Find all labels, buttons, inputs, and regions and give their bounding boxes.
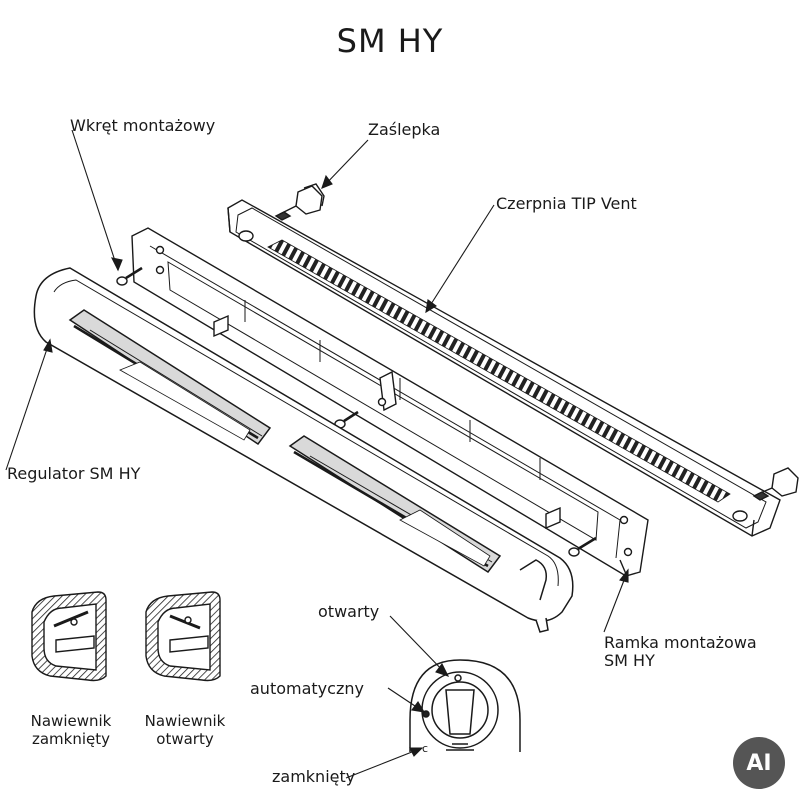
mounting-frame <box>131 227 649 577</box>
closed-mark-c: c <box>422 742 428 755</box>
label-mounting-screw: Wkręt montażowy <box>70 116 216 135</box>
caption-open: Nawiewnik otwarty <box>132 712 238 748</box>
label-frame-line2: SM HY <box>604 651 655 670</box>
label-knob-closed: zamknięty <box>272 767 356 786</box>
control-knob <box>409 659 521 752</box>
section-open <box>145 591 221 682</box>
label-knob-auto: automatyczny <box>250 679 364 698</box>
label-frame-line1: Ramka montażowa <box>604 633 757 652</box>
mounting-screw-middle <box>334 410 359 429</box>
label-end-cap: Zaślepka <box>368 120 441 139</box>
mounting-screw-left <box>116 266 143 286</box>
mounting-screw-right <box>568 536 597 557</box>
end-cap-top <box>274 183 325 221</box>
caption-open-line2: otwarty <box>156 730 214 748</box>
leader-lines <box>5 129 629 779</box>
diagram-title: SM HY <box>336 22 444 60</box>
caption-closed-line2: zamknięty <box>31 730 111 748</box>
caption-closed-line1: Nawiewnik <box>30 712 112 730</box>
caption-closed: Nawiewnik zamknięty <box>18 712 124 748</box>
end-cap-bottom <box>752 467 799 501</box>
section-closed <box>31 591 107 682</box>
label-knob-open: otwarty <box>318 602 380 621</box>
ai-badge: AI <box>733 737 785 789</box>
caption-open-line1: Nawiewnik <box>144 712 226 730</box>
label-regulator: Regulator SM HY <box>7 464 141 483</box>
intake-hood <box>227 199 781 537</box>
label-intake-hood: Czerpnia TIP Vent <box>496 194 637 213</box>
regulator-body <box>33 267 574 633</box>
